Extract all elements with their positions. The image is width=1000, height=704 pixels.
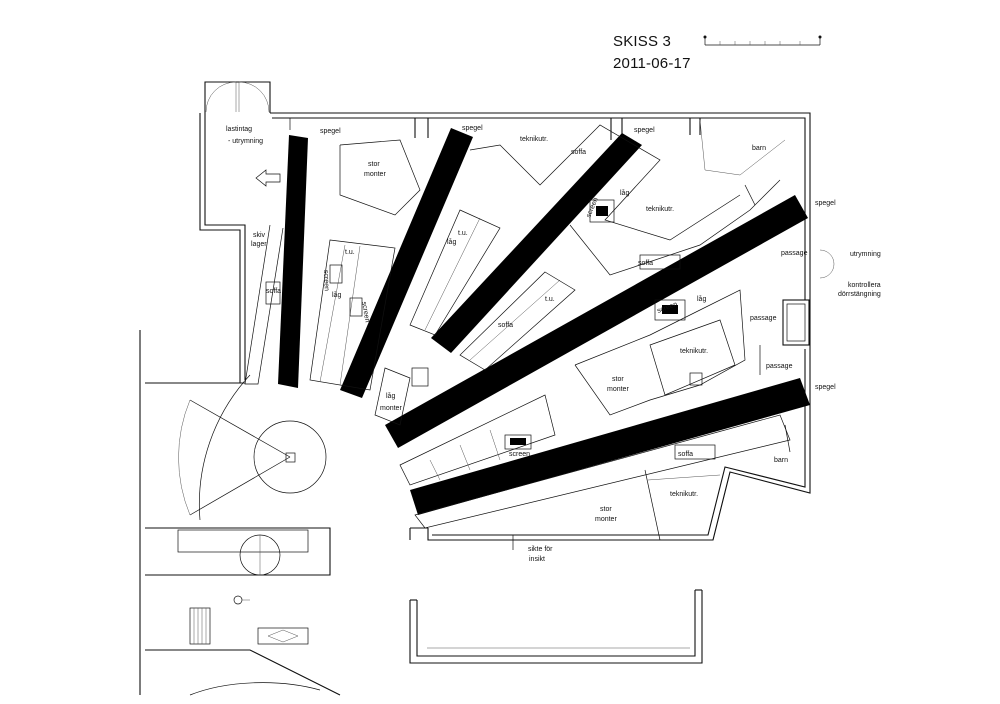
direction-arrows (512, 184, 835, 550)
scale-bar-icon (703, 35, 822, 46)
label-spegel-5: spegel (815, 384, 836, 391)
label-kontrollera: kontrollera (848, 282, 881, 289)
label-soffa-mid2: soffa (498, 322, 513, 329)
label-barn-1: barn (752, 145, 766, 152)
label-monter-1: monter (364, 171, 386, 178)
label-dorrstangning: dörrstängning (838, 291, 881, 298)
entrance-rotunda (178, 374, 327, 696)
label-spegel-3: spegel (634, 127, 655, 134)
label-spegel-1: spegel (320, 128, 341, 135)
label-lag-1: låg (332, 291, 341, 299)
label-soffa-top: soffa (571, 149, 586, 156)
spegel-bands (278, 128, 810, 515)
sketch-date: 2011-06-17 (613, 55, 691, 72)
label-soffa-low: soffa (678, 451, 693, 458)
camera-icon (233, 595, 243, 605)
label-spegel-2: spegel (462, 125, 483, 132)
label-lag-5: låg (386, 392, 395, 400)
label-utrymning: utrymning (850, 251, 881, 258)
label-passage-2: passage (750, 315, 777, 322)
label-passage-3: passage (766, 363, 793, 370)
label-lag-2: låg (447, 238, 456, 246)
label-teknikutr-4: teknikutr. (670, 491, 698, 498)
label-lager: lager (251, 241, 267, 248)
label-screen-1: screen (509, 451, 530, 458)
label-soffa-mid: soffa (638, 260, 653, 267)
label-monter-4: monter (595, 516, 617, 523)
label-tu-2: t.u. (458, 230, 468, 237)
plan-labels: lastintag - utrymning skiv lager soffa s… (226, 125, 881, 563)
display-modules (244, 119, 791, 541)
label-soffa-left: soffa (266, 288, 281, 295)
label-utrymning-top: - utrymning (228, 138, 263, 145)
label-skiv: skiv (253, 232, 266, 239)
label-stor-1: stor (368, 161, 380, 168)
label-screen-2: screen (322, 270, 330, 291)
label-screen-3: screen (360, 301, 371, 323)
label-passage-1: passage (781, 250, 808, 257)
label-tu-3: t.u. (545, 296, 555, 303)
label-sikte-for: sikte för (528, 546, 553, 553)
label-stor-3: stor (600, 506, 612, 513)
label-barn-2: barn (774, 457, 788, 464)
label-teknikutr-2: teknikutr. (646, 206, 674, 213)
label-teknikutr-3: teknikutr. (680, 348, 708, 355)
arrow-left-icon (255, 169, 281, 187)
label-lag-4: låg (697, 295, 706, 303)
label-lag-3: låg (620, 189, 629, 197)
label-lastintag: lastintag (226, 126, 252, 133)
sketch-title: SKISS 3 (613, 33, 672, 50)
outer-walls (139, 81, 811, 696)
label-insikt: insikt (529, 556, 545, 563)
label-stor-2: stor (612, 376, 624, 383)
label-teknikutr-1: teknikutr. (520, 136, 548, 143)
label-tu-1: t.u. (345, 249, 355, 256)
label-spegel-4: spegel (815, 200, 836, 207)
label-monter-3: monter (380, 405, 402, 412)
label-monter-2: monter (607, 386, 629, 393)
